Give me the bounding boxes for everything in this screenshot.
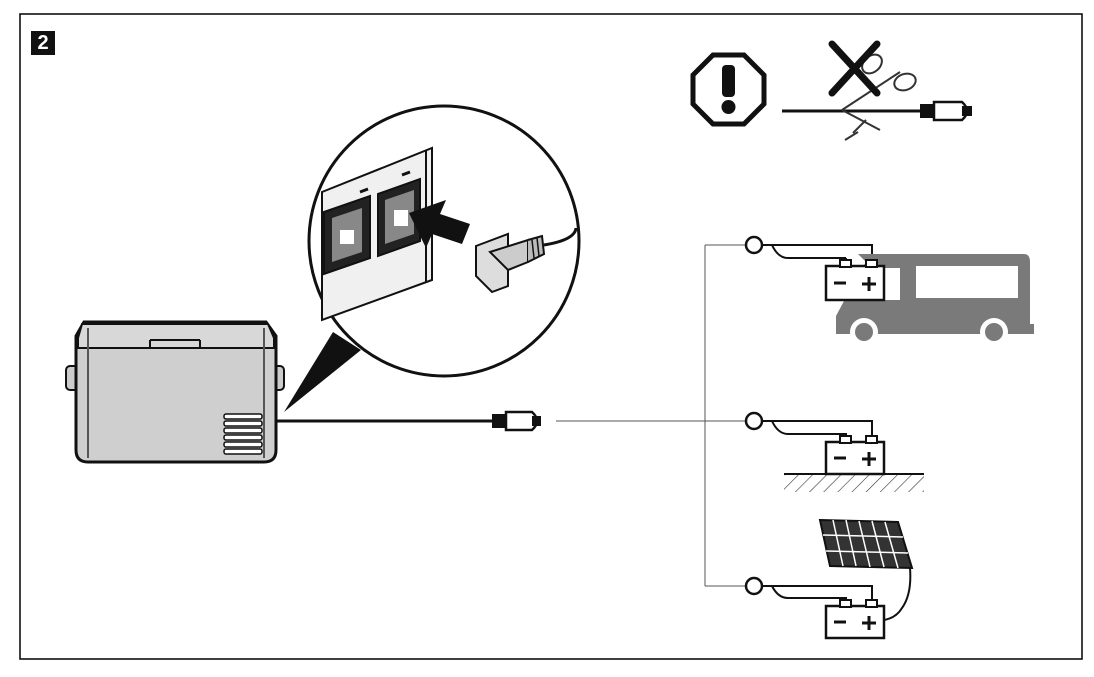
angled-plug-icon: [475, 227, 578, 294]
vent-grille: [223, 413, 263, 455]
cross-icon: [828, 40, 881, 97]
figure-number-badge: 2: [31, 31, 55, 55]
solar-battery-source: [705, 518, 914, 640]
stationary-battery-source: [705, 411, 924, 492]
figure-frame: [19, 13, 1083, 660]
insert-arrow-icon: [409, 200, 470, 248]
cable-plug-icon: [920, 100, 972, 122]
battery-icon: [824, 259, 886, 302]
battery-icon: [824, 599, 886, 640]
power-socket-left: [323, 194, 371, 276]
power-socket-right: [377, 177, 421, 258]
cooler-box-icon: [65, 320, 285, 464]
vehicle-source: [705, 235, 1034, 346]
warning-octagon-icon: [690, 52, 767, 127]
dc-plug-icon: [492, 410, 541, 432]
solar-panel-icon: [818, 518, 914, 621]
ground-icon: [784, 473, 924, 492]
do-not-cut-cable-icon: [782, 40, 972, 141]
socket-detail-callout: [284, 104, 581, 412]
battery-icon: [824, 435, 886, 476]
